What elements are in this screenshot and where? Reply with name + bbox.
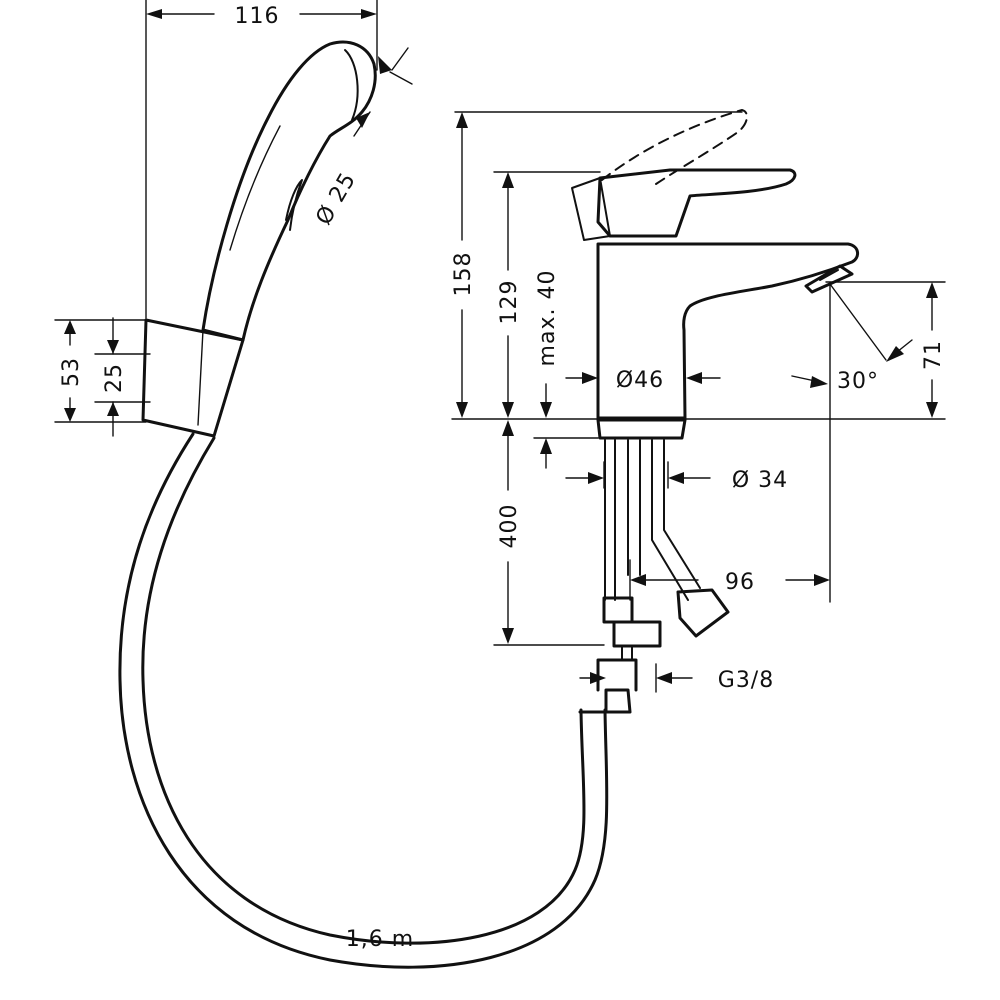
label-400: 400 (497, 504, 522, 549)
mixer-lever-base (571, 177, 611, 241)
dimension-lines (54, 0, 946, 693)
basin-mixer (571, 109, 859, 661)
hand-shower-body (201, 40, 377, 342)
label-158: 158 (451, 252, 476, 297)
hose-end-fitting (578, 658, 638, 714)
mixer-tail-hose-link (621, 645, 633, 661)
hand-shower-nozzle-face (344, 49, 359, 121)
label-diameter-34: Ø 34 (732, 468, 788, 493)
hand-shower (201, 40, 377, 342)
label-129: 129 (497, 280, 522, 325)
mixer-tail-nut-right (676, 588, 730, 638)
label-g3-8: G3/8 (718, 668, 774, 693)
wall-holder-edge (197, 329, 204, 426)
label-71: 71 (921, 340, 946, 370)
mixer-lever-open (601, 109, 748, 185)
label-max-40: max. 40 (535, 270, 560, 367)
mixer-base-ring (596, 418, 687, 440)
mixer-tail-pipe-left (604, 439, 616, 601)
mixer-tail-nut-left (602, 596, 662, 648)
hand-shower-contour (229, 125, 281, 251)
shower-hose (118, 432, 638, 969)
label-96: 96 (725, 570, 755, 595)
hose-inner (141, 436, 586, 945)
wall-holder (141, 318, 245, 438)
mixer-spout-aerator (819, 269, 839, 281)
hose-outer (118, 432, 609, 969)
mixer-spout-tip (804, 264, 854, 294)
mixer-tail-pipe-mid (627, 439, 641, 576)
label-30-degrees: 30° (837, 369, 879, 394)
mixer-lever (596, 168, 797, 238)
wall-holder-shape (141, 318, 245, 438)
dimension-labels: 116 Ø 25 53 25 158 129 max. 40 Ø46 71 30… (59, 4, 946, 952)
mixer-body (596, 242, 859, 420)
hand-shower-trigger (285, 179, 303, 231)
label-25: 25 (102, 363, 127, 393)
label-116: 116 (235, 4, 280, 29)
label-diameter-25: Ø 25 (311, 168, 361, 229)
mixer-tail-pipe-right (651, 439, 701, 601)
label-diameter-46: Ø46 (616, 368, 664, 393)
label-hose-length: 1,6 m (346, 927, 414, 952)
label-53: 53 (59, 357, 84, 387)
